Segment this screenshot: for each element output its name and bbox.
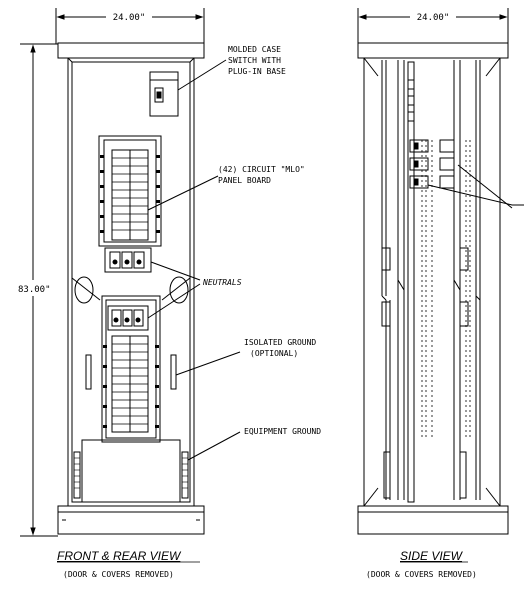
isolated-ground-label-1: ISOLATED GROUND	[244, 338, 316, 347]
leader-panel-board	[147, 175, 219, 211]
side-width-dimension: 24.00"	[357, 8, 509, 44]
molded-case-switch	[149, 71, 179, 117]
isolated-ground-bar-right	[170, 354, 177, 390]
side-breaker-stacks	[421, 140, 471, 440]
isolated-ground-bar-left	[85, 354, 92, 390]
front-top-cap	[57, 42, 205, 59]
front-width-dimension: 24.00"	[55, 8, 205, 44]
panel-board-label-2: PANEL BOARD	[218, 176, 271, 185]
leader-side-upper	[427, 184, 513, 206]
neutrals-label: NEUTRALS	[202, 278, 242, 287]
lower-trough	[81, 439, 181, 503]
side-lugs-left	[409, 139, 429, 189]
molded-case-label-2: SWITCH WITH	[228, 56, 281, 65]
molded-case-label-3: PLUG-IN BASE	[228, 67, 286, 76]
left-knockout	[74, 276, 94, 304]
equipment-ground-label: EQUIPMENT GROUND	[244, 427, 321, 436]
lower-panel-board	[101, 295, 161, 443]
front-base	[57, 505, 205, 535]
leader-side-lower	[457, 164, 513, 209]
molded-case-label-1: MOLDED CASE	[228, 45, 281, 54]
isolated-ground-label-2: (OPTIONAL)	[250, 349, 298, 358]
front-enclosure	[67, 57, 195, 507]
side-view-title: SIDE VIEW	[400, 549, 464, 563]
front-view-subtitle: (DOOR & COVERS REMOVED)	[63, 570, 174, 579]
leader-neutrals-upper	[150, 261, 201, 281]
height-label: 83.00"	[18, 285, 51, 295]
leader-neutrals-lower	[147, 283, 201, 319]
upper-panel-board	[98, 135, 162, 273]
front-view	[57, 42, 241, 535]
height-dimension: 83.00"	[18, 43, 58, 537]
panel-board-label-1: (42) CIRCUIT "MLO"	[218, 165, 305, 174]
front-width-label: 24.00"	[113, 13, 146, 23]
front-view-title: FRONT & REAR VIEW	[57, 549, 182, 563]
side-view-subtitle: (DOOR & COVERS REMOVED)	[366, 570, 477, 579]
side-lugs-right	[439, 139, 455, 189]
equipment-ground-bars	[73, 451, 189, 499]
side-base	[357, 505, 509, 535]
leader-isolated-ground	[175, 351, 241, 376]
side-view	[357, 42, 524, 535]
side-top-cap	[357, 42, 509, 59]
leader-molded-case	[177, 59, 227, 91]
leader-equipment-ground	[187, 431, 241, 461]
side-width-label: 24.00"	[417, 13, 450, 23]
right-knockout	[169, 276, 189, 304]
